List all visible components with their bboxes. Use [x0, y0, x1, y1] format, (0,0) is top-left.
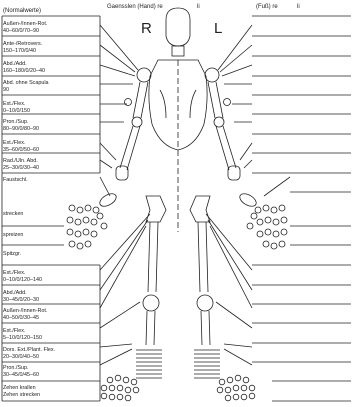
right-foot-icon [136, 350, 162, 378]
skeleton-figure [98, 8, 259, 378]
left-hand-fingers-icon [247, 205, 287, 249]
right-hand-fingers-icon [67, 205, 107, 249]
left-foot-icon [194, 350, 220, 378]
right-measurement-lines [252, 16, 351, 401]
right-toes-icon [101, 375, 139, 401]
left-toes-icon [217, 375, 255, 401]
